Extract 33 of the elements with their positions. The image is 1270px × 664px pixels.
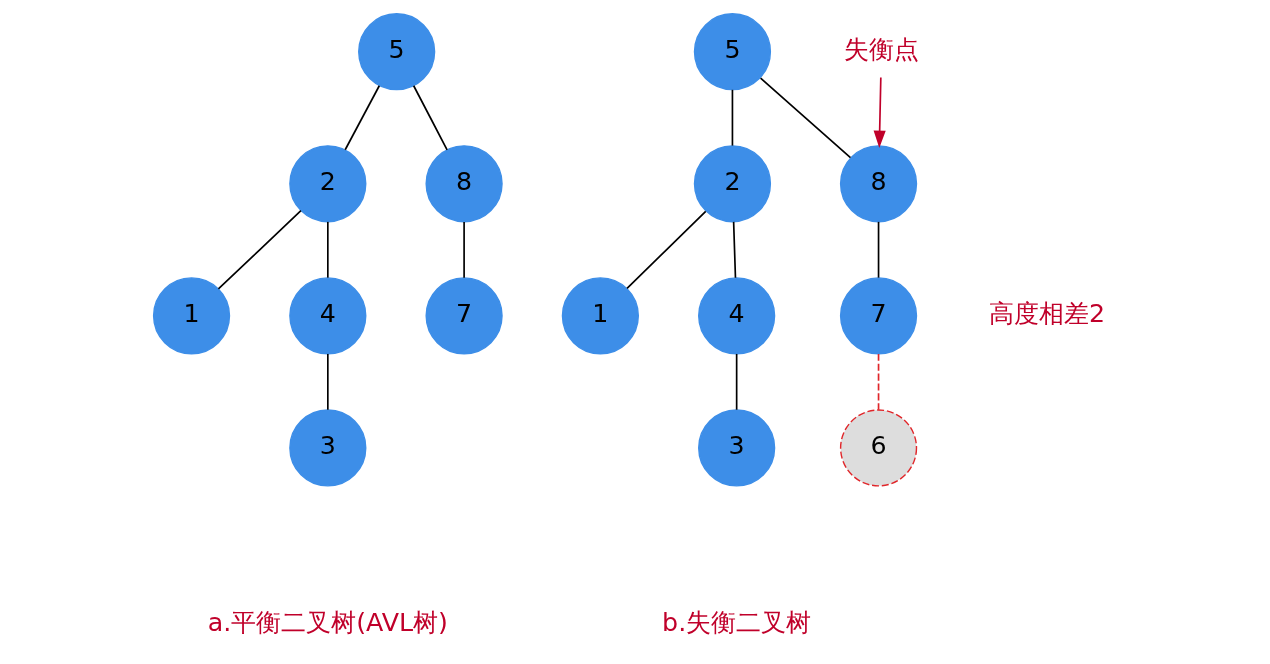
node-circle: 5 [357, 13, 435, 91]
connector [326, 353, 329, 411]
connector [759, 77, 851, 159]
connector [326, 221, 329, 279]
node-circle: 1 [152, 277, 230, 355]
connector [625, 210, 707, 290]
connector [732, 221, 736, 279]
node-circle: 7 [424, 277, 503, 355]
node-circle: 7 [839, 277, 917, 355]
connector [877, 221, 879, 279]
connector [412, 84, 448, 151]
node-circle: 4 [697, 277, 775, 355]
node-circle: 3 [697, 409, 775, 487]
node-circle: 6 [839, 409, 917, 487]
node-circle: 5 [693, 13, 771, 91]
connector [217, 209, 302, 290]
node-circle: 2 [693, 145, 771, 223]
connector [877, 353, 879, 411]
node-circle: 4 [288, 277, 366, 355]
label: 高度相差2 [988, 299, 1105, 329]
node-circle: 3 [288, 409, 366, 487]
connector [462, 221, 465, 279]
label: a.平衡二叉树(AVL树) [207, 608, 448, 638]
node-circle: 8 [424, 145, 503, 223]
connector [731, 88, 733, 147]
node-text: 失衡点 [843, 34, 919, 64]
node-circle: 2 [288, 145, 366, 223]
connector [343, 84, 380, 151]
node-circle: 8 [839, 145, 917, 223]
connector [735, 353, 737, 411]
node-circle: 1 [561, 277, 639, 355]
label: b.失衡二叉树 [661, 608, 811, 638]
arrow [873, 76, 886, 148]
